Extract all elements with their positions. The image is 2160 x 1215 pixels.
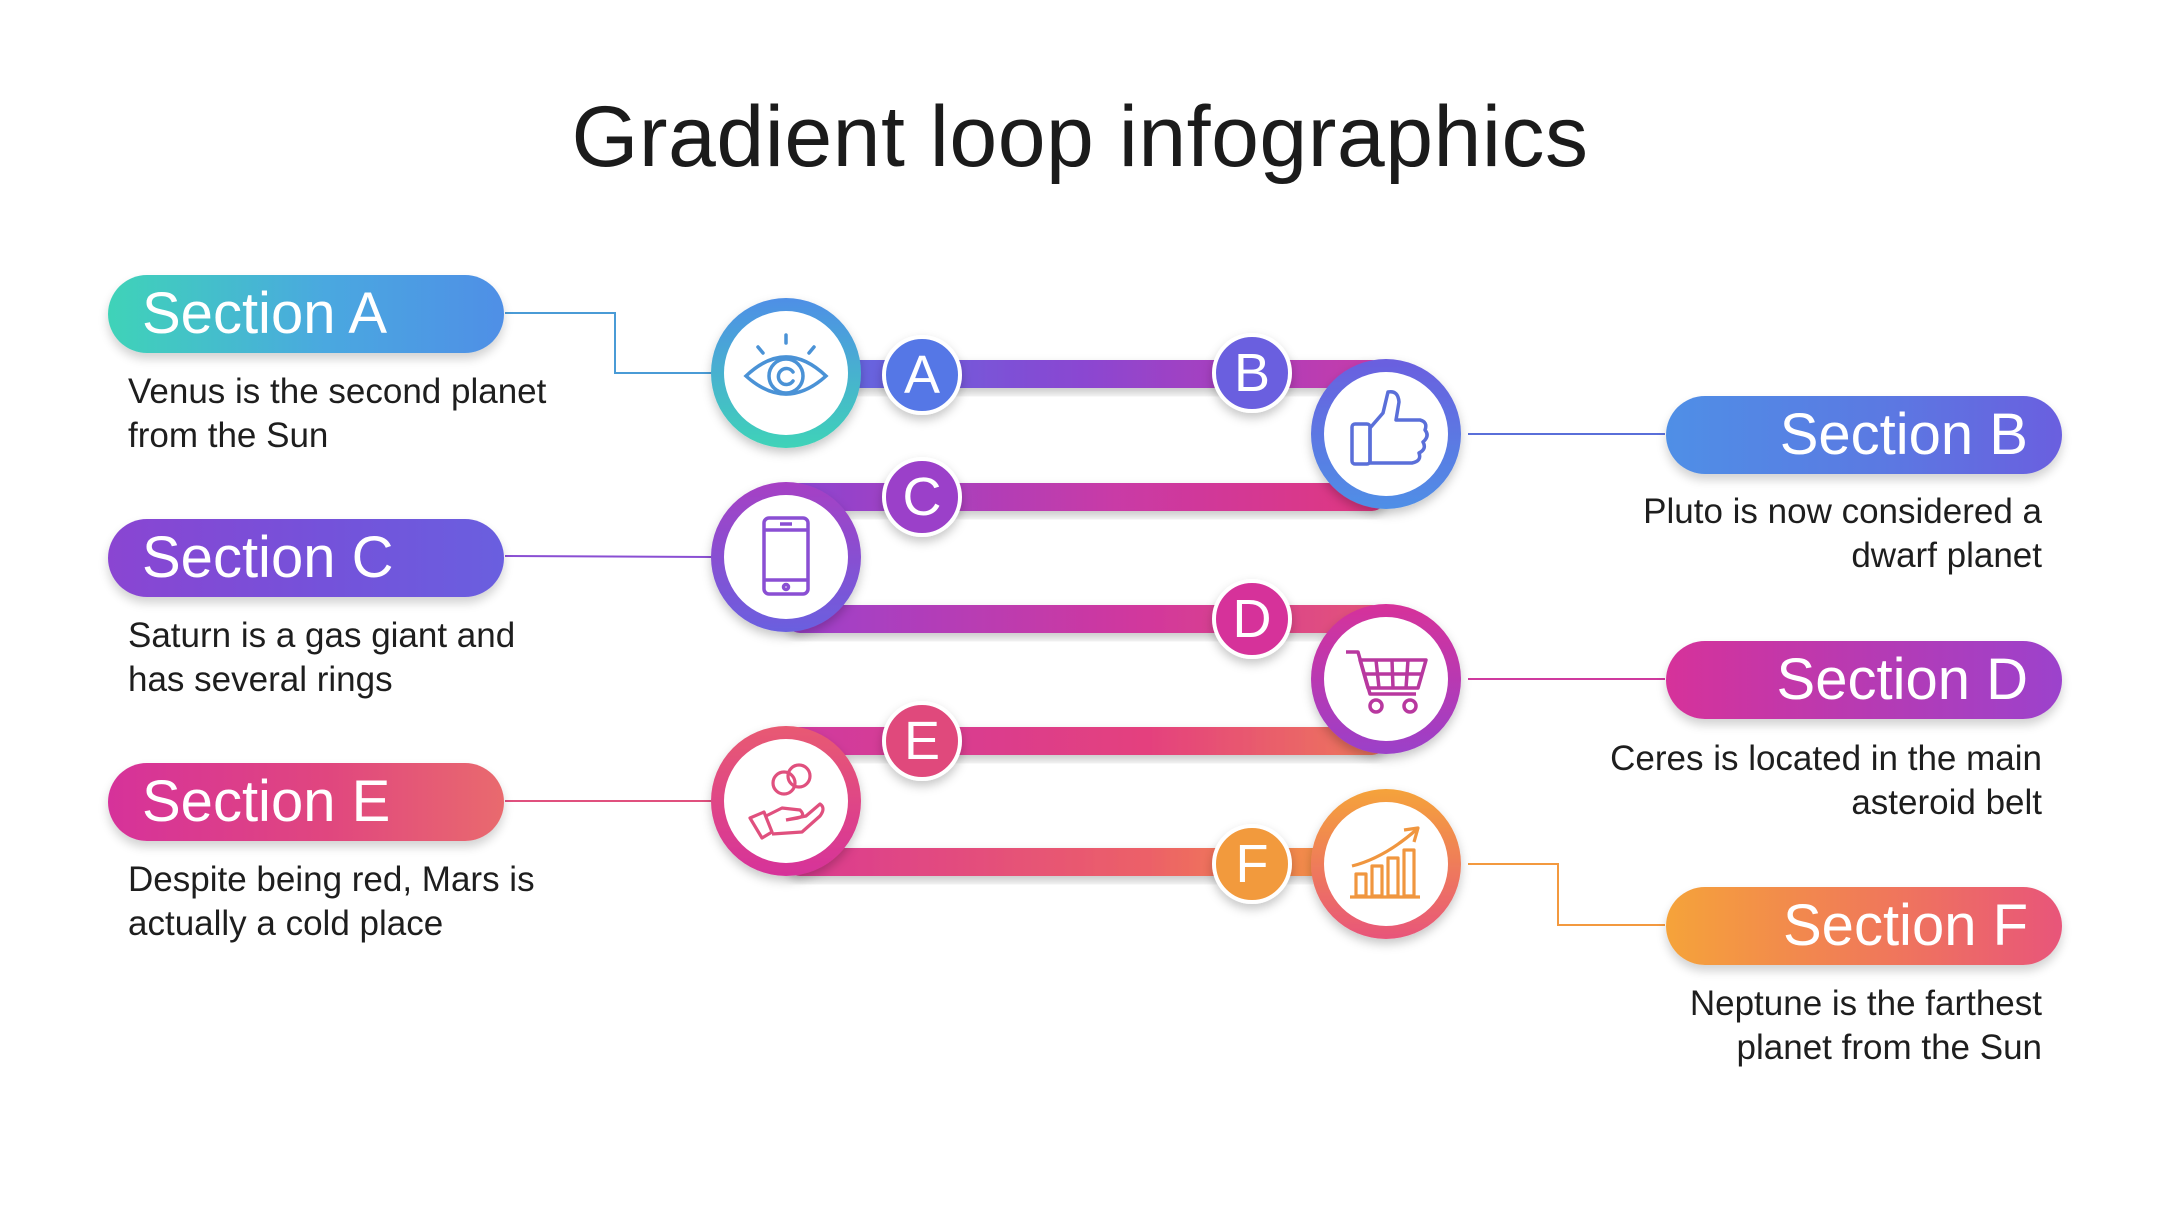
letter-f: F xyxy=(1236,834,1269,894)
growth-chart-icon xyxy=(1350,826,1420,899)
section-b-description: Pluto is now considered a dwarf planet xyxy=(1522,490,2042,578)
eye-icon xyxy=(743,333,829,396)
section-f-description-line2: planet from the Sun xyxy=(1736,1028,2042,1067)
letter-badge-e: E xyxy=(882,701,962,781)
section-d-description-line1: Ceres is located in the main xyxy=(1610,739,2042,778)
connector-line-a xyxy=(505,312,712,374)
letter-b: B xyxy=(1234,343,1270,403)
section-b-pill: Section B xyxy=(1666,396,2062,474)
section-c-pill: Section C xyxy=(108,519,504,597)
letter-badge-d: D xyxy=(1212,579,1292,659)
icon-circle-e xyxy=(711,726,861,876)
section-c-label: Section C xyxy=(142,525,394,590)
loop-bar-bc xyxy=(786,483,1386,511)
smartphone-icon xyxy=(762,516,810,596)
connector-line-f xyxy=(1468,863,1665,926)
section-b-label: Section B xyxy=(1779,402,2028,467)
section-f-label: Section F xyxy=(1783,893,2028,958)
section-e-description: Despite being red, Mars is actually a col… xyxy=(128,858,598,946)
section-e-description-line2: actually a cold place xyxy=(128,904,444,943)
icon-circle-c xyxy=(711,482,861,632)
icon-circle-d xyxy=(1311,604,1461,754)
section-b-description-line1: Pluto is now considered a xyxy=(1643,492,2042,531)
section-d-pill: Section D xyxy=(1666,641,2062,719)
section-c-description-line1: Saturn is a gas giant and xyxy=(128,616,516,655)
letter-badge-f: F xyxy=(1212,824,1292,904)
letter-a: A xyxy=(904,345,940,405)
page-title: Gradient loop infographics xyxy=(571,89,1589,185)
letter-badge-c: C xyxy=(882,457,962,537)
section-a-label: Section A xyxy=(142,281,388,346)
section-c-description: Saturn is a gas giant and has several rin… xyxy=(128,614,598,702)
icon-circle-b xyxy=(1311,359,1461,509)
section-a-description-line2: from the Sun xyxy=(128,416,329,455)
shopping-cart-icon xyxy=(1346,650,1428,714)
section-d-description: Ceres is located in the main asteroid bel… xyxy=(1522,737,2042,825)
letter-d: D xyxy=(1233,589,1272,649)
section-e-pill: Section E xyxy=(108,763,504,841)
section-c-description-line2: has several rings xyxy=(128,660,393,699)
connector-line-c xyxy=(504,555,713,558)
letter-badge-a: A xyxy=(882,335,962,415)
section-b-description-line2: dwarf planet xyxy=(1851,536,2042,575)
section-a-pill: Section A xyxy=(108,275,504,353)
section-d-label: Section D xyxy=(1776,647,2028,712)
letter-badge-b: B xyxy=(1212,333,1292,413)
loop-bar-ef xyxy=(786,848,1386,876)
icon-circle-a xyxy=(711,298,861,448)
letter-e: E xyxy=(904,711,940,771)
section-e-label: Section E xyxy=(142,769,391,834)
loop-bar-ab xyxy=(786,360,1386,388)
thumbs-up-icon xyxy=(1350,389,1429,466)
section-a-description-line1: Venus is the second planet xyxy=(128,372,547,411)
section-f-pill: Section F xyxy=(1666,887,2062,965)
section-e-description-line1: Despite being red, Mars is xyxy=(128,860,535,899)
section-f-description: Neptune is the farthest planet from the S… xyxy=(1522,982,2042,1070)
section-f-description-line1: Neptune is the farthest xyxy=(1689,984,2042,1023)
letter-c: C xyxy=(903,467,942,527)
section-a-description: Venus is the second planet from the Sun xyxy=(128,370,598,458)
loop-bar-de xyxy=(786,727,1386,755)
section-d-description-line2: asteroid belt xyxy=(1851,783,2042,822)
icon-circle-f xyxy=(1311,789,1461,939)
loop-bar-cd xyxy=(786,605,1386,633)
hand-coins-icon xyxy=(748,763,825,840)
